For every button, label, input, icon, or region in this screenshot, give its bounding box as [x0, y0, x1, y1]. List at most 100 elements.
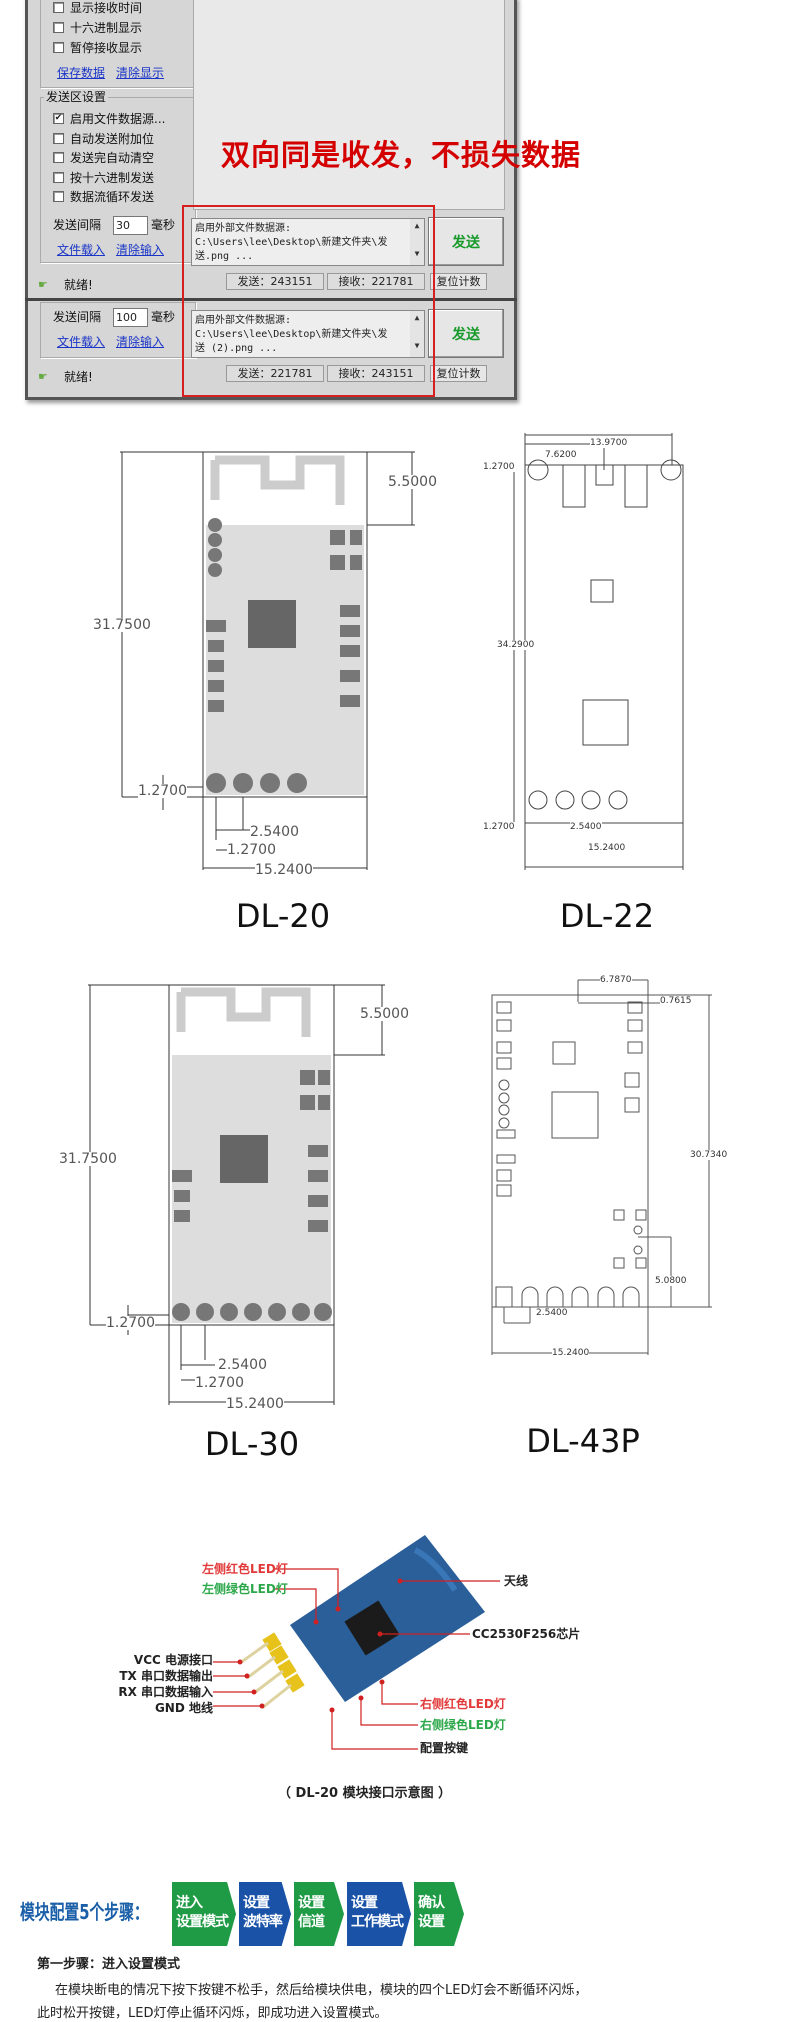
dim-pitch: 2.5400 — [218, 1357, 267, 1373]
checkbox-show-time[interactable] — [53, 2, 64, 13]
send-button[interactable]: 发送 — [428, 217, 504, 266]
serial-tool-window: 显示接收时间 十六进制显示 暂停接收显示 保存数据 清除显示 发送区设置 ✔ 启… — [25, 0, 580, 400]
option-label: 十六进制显示 — [70, 21, 143, 35]
reset-count-button[interactable]: 复位计数 — [430, 273, 487, 290]
dim-top-offset: 7.6200 — [545, 450, 577, 460]
option-label: 启用文件数据源... — [70, 112, 166, 126]
dl22-drawing — [513, 433, 684, 870]
dim-length: 31.7500 — [93, 617, 151, 633]
step-confirm: 确认设置 — [414, 1882, 464, 1946]
status-text: 就绪! — [64, 370, 93, 384]
sent-count: 发送：243151 — [226, 273, 324, 290]
option-label: 暂停接收显示 — [70, 41, 143, 55]
scrollbar[interactable]: ▲▼ — [410, 219, 424, 265]
dl20-drawing — [120, 451, 415, 870]
dim-bottom-edge: 1.2700 — [483, 822, 515, 832]
steps-title: 模块配置5个步骤： — [20, 1900, 149, 1924]
send-text: 启用外部文件数据源: C:\Users\lee\Desktop\新建文件夹\发 … — [195, 223, 388, 262]
step-line: 确认 — [418, 1895, 445, 1911]
interval-input[interactable]: 100 — [113, 308, 148, 327]
step-line: 进入 — [176, 1895, 203, 1911]
step-line: 工作模式 — [351, 1914, 404, 1930]
send-input[interactable]: 启用外部文件数据源: C:\Users\lee\Desktop\新建文件夹\发 … — [191, 218, 425, 266]
label-chip: CC2530F256芯片 — [472, 1627, 581, 1641]
interval-label: 发送间隔 — [53, 218, 102, 232]
step-line: 设置 — [351, 1895, 378, 1911]
received-count: 接收：221781 — [327, 273, 425, 290]
step-set-channel: 设置信道 — [294, 1882, 344, 1946]
receive-area[interactable] — [193, 0, 505, 210]
send-text: 启用外部文件数据源: C:\Users\lee\Desktop\新建文件夹\发 … — [195, 315, 388, 354]
step-line: 信道 — [298, 1914, 325, 1930]
label-left-red-led: 左侧红色LED灯 — [202, 1562, 288, 1576]
step-line: 设置模式 — [176, 1914, 229, 1930]
headline-banner: 双向同是收发，不损失数据 — [221, 138, 582, 172]
dim-length: 34.2900 — [497, 640, 535, 650]
file-load-link[interactable]: 文件载入 — [57, 335, 106, 349]
label-config-key: 配置按键 — [420, 1741, 469, 1755]
model-label: DL-20 — [235, 897, 331, 935]
step-line: 波特率 — [243, 1914, 283, 1930]
label-left-green-led: 左侧绿色LED灯 — [202, 1582, 288, 1596]
dim-antenna: 5.5000 — [388, 474, 437, 490]
module-caption: （ DL-20 模块接口示意图 ） — [278, 1786, 452, 1801]
pointer-hand-icon: ☛ — [38, 278, 48, 291]
checkbox-auto-clear[interactable] — [53, 152, 64, 163]
sent-count: 发送：221781 — [226, 365, 324, 382]
pin-header — [262, 1632, 305, 1693]
dl43p-drawing — [491, 979, 712, 1355]
checkbox-file-source[interactable]: ✔ — [53, 113, 64, 124]
checkbox-auto-append[interactable] — [53, 133, 64, 144]
model-label: DL-43P — [526, 1422, 640, 1460]
dim-top-edge: 1.2700 — [483, 462, 515, 472]
save-data-link[interactable]: 保存数据 — [57, 66, 106, 80]
reset-count-button[interactable]: 复位计数 — [430, 365, 487, 382]
dim-top-span: 6.7870 — [600, 975, 632, 985]
interval-unit: 毫秒 — [151, 218, 176, 232]
label-antenna: 天线 — [504, 1574, 529, 1588]
dim-pin-offset: 1.2700 — [106, 1315, 155, 1331]
dim-width: 15.2400 — [552, 1348, 590, 1358]
dim-top-edge: 0.7615 — [660, 996, 692, 1006]
option-label: 数据流循环发送 — [70, 190, 155, 204]
interval-input[interactable]: 30 — [113, 216, 148, 235]
highlight-box — [182, 205, 435, 397]
dim-top-span: 13.9700 — [590, 438, 628, 448]
checkbox-loop-send[interactable] — [53, 191, 64, 202]
option-label: 自动发送附加位 — [70, 132, 155, 146]
scrollbar[interactable]: ▲▼ — [410, 311, 424, 357]
checkbox-pause-receive[interactable] — [53, 42, 64, 53]
label-gnd: GND 地线 — [154, 1701, 213, 1715]
dl30-drawing — [88, 984, 385, 1405]
callout-lines — [213, 1568, 500, 1750]
send-input[interactable]: 启用外部文件数据源: C:\Users\lee\Desktop\新建文件夹\发 … — [191, 310, 425, 358]
label-tx: TX 串口数据输出 — [119, 1669, 213, 1683]
step-line: 设置 — [298, 1895, 325, 1911]
checkbox-hex-display[interactable] — [53, 22, 64, 33]
step-set-baud: 设置波特率 — [239, 1882, 291, 1946]
interval-label: 发送间隔 — [53, 310, 102, 324]
interval-unit: 毫秒 — [151, 310, 176, 324]
dim-pin-offset: 1.2700 — [138, 783, 187, 799]
checkbox-hex-send[interactable] — [53, 172, 64, 183]
clear-display-link[interactable]: 清除显示 — [116, 66, 165, 80]
dim-width: 15.2400 — [226, 1396, 284, 1412]
dim-led-offset: 5.0800 — [655, 1276, 687, 1286]
send-settings-title: 发送区设置 — [44, 90, 109, 104]
chip — [344, 1600, 400, 1656]
dim-edge: 1.2700 — [227, 842, 276, 858]
step1-title: 第一步骤：进入设置模式 — [37, 1957, 181, 1972]
send-button[interactable]: 发送 — [428, 309, 504, 358]
step-set-work-mode: 设置工作模式 — [347, 1882, 411, 1946]
dim-antenna: 5.5000 — [360, 1006, 409, 1022]
dim-pitch: 2.5400 — [250, 824, 299, 840]
clear-input-link[interactable]: 清除输入 — [116, 335, 165, 349]
label-rx: RX 串口数据输入 — [118, 1685, 213, 1699]
pcb-drawings — [88, 433, 712, 1405]
option-label: 按十六进制发送 — [70, 171, 155, 185]
label-right-green-led: 右侧绿色LED灯 — [420, 1718, 506, 1732]
file-load-link[interactable]: 文件载入 — [57, 243, 106, 257]
model-label: DL-22 — [559, 897, 655, 935]
option-label: 发送完自动清空 — [70, 151, 155, 165]
clear-input-link[interactable]: 清除输入 — [116, 243, 165, 257]
